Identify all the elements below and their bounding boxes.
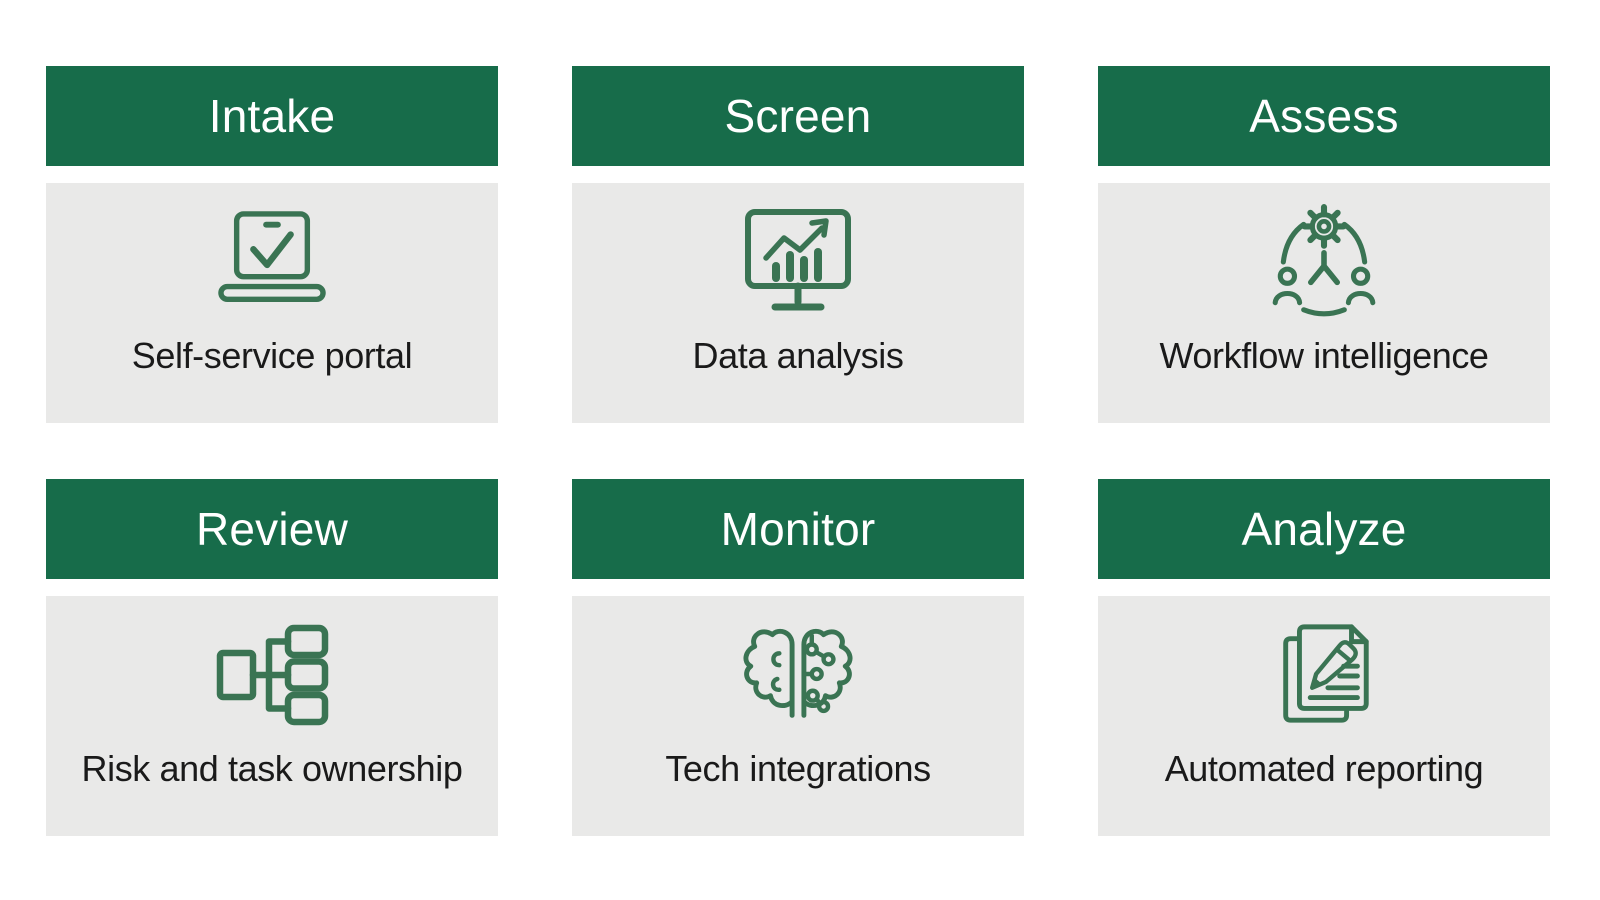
card-monitor-header: Monitor [572,479,1024,579]
card-monitor-label: Tech integrations [665,748,931,789]
card-review: Review Risk and task ownership [46,479,498,836]
stage-title-analyze: Analyze [1241,503,1407,555]
stage-title-monitor: Monitor [720,503,876,555]
card-intake: Intake Self-service portal [46,66,498,423]
stage-title-assess: Assess [1249,90,1399,142]
card-screen-body: Data analysis [572,183,1024,423]
card-monitor-body: Tech integrations [572,596,1024,836]
card-assess-header: Assess [1098,66,1550,166]
card-analyze: Analyze [1098,479,1550,836]
card-review-body: Risk and task ownership [46,596,498,836]
card-analyze-body: Automated reporting [1098,596,1550,836]
stage-title-screen: Screen [724,90,872,142]
brain-circuit-icon [737,612,859,738]
card-analyze-label: Automated reporting [1164,748,1484,789]
stage-title-review: Review [195,503,349,555]
card-intake-header: Intake [46,66,498,166]
document-pencil-icon [1269,612,1379,738]
card-analyze-header: Analyze [1098,479,1550,579]
card-assess-label: Workflow intelligence [1159,335,1489,376]
card-review-label: Risk and task ownership [81,748,463,789]
card-screen: Screen Data analysis [572,66,1024,423]
card-intake-body: Self-service portal [46,183,498,423]
monitor-chart-icon [738,199,858,325]
stage-title-intake: Intake [208,90,336,142]
hierarchy-icon [212,612,332,738]
card-screen-header: Screen [572,66,1024,166]
card-screen-label: Data analysis [692,335,904,376]
card-review-header: Review [46,479,498,579]
laptop-check-icon [213,199,331,325]
card-grid: Intake Self-service portal Screen [46,66,1550,836]
people-gear-network-icon [1263,199,1385,325]
card-monitor: Monitor [572,479,1024,836]
card-assess-body: Workflow intelligence [1098,183,1550,423]
card-assess: Assess [1098,66,1550,423]
card-intake-label: Self-service portal [131,335,413,376]
